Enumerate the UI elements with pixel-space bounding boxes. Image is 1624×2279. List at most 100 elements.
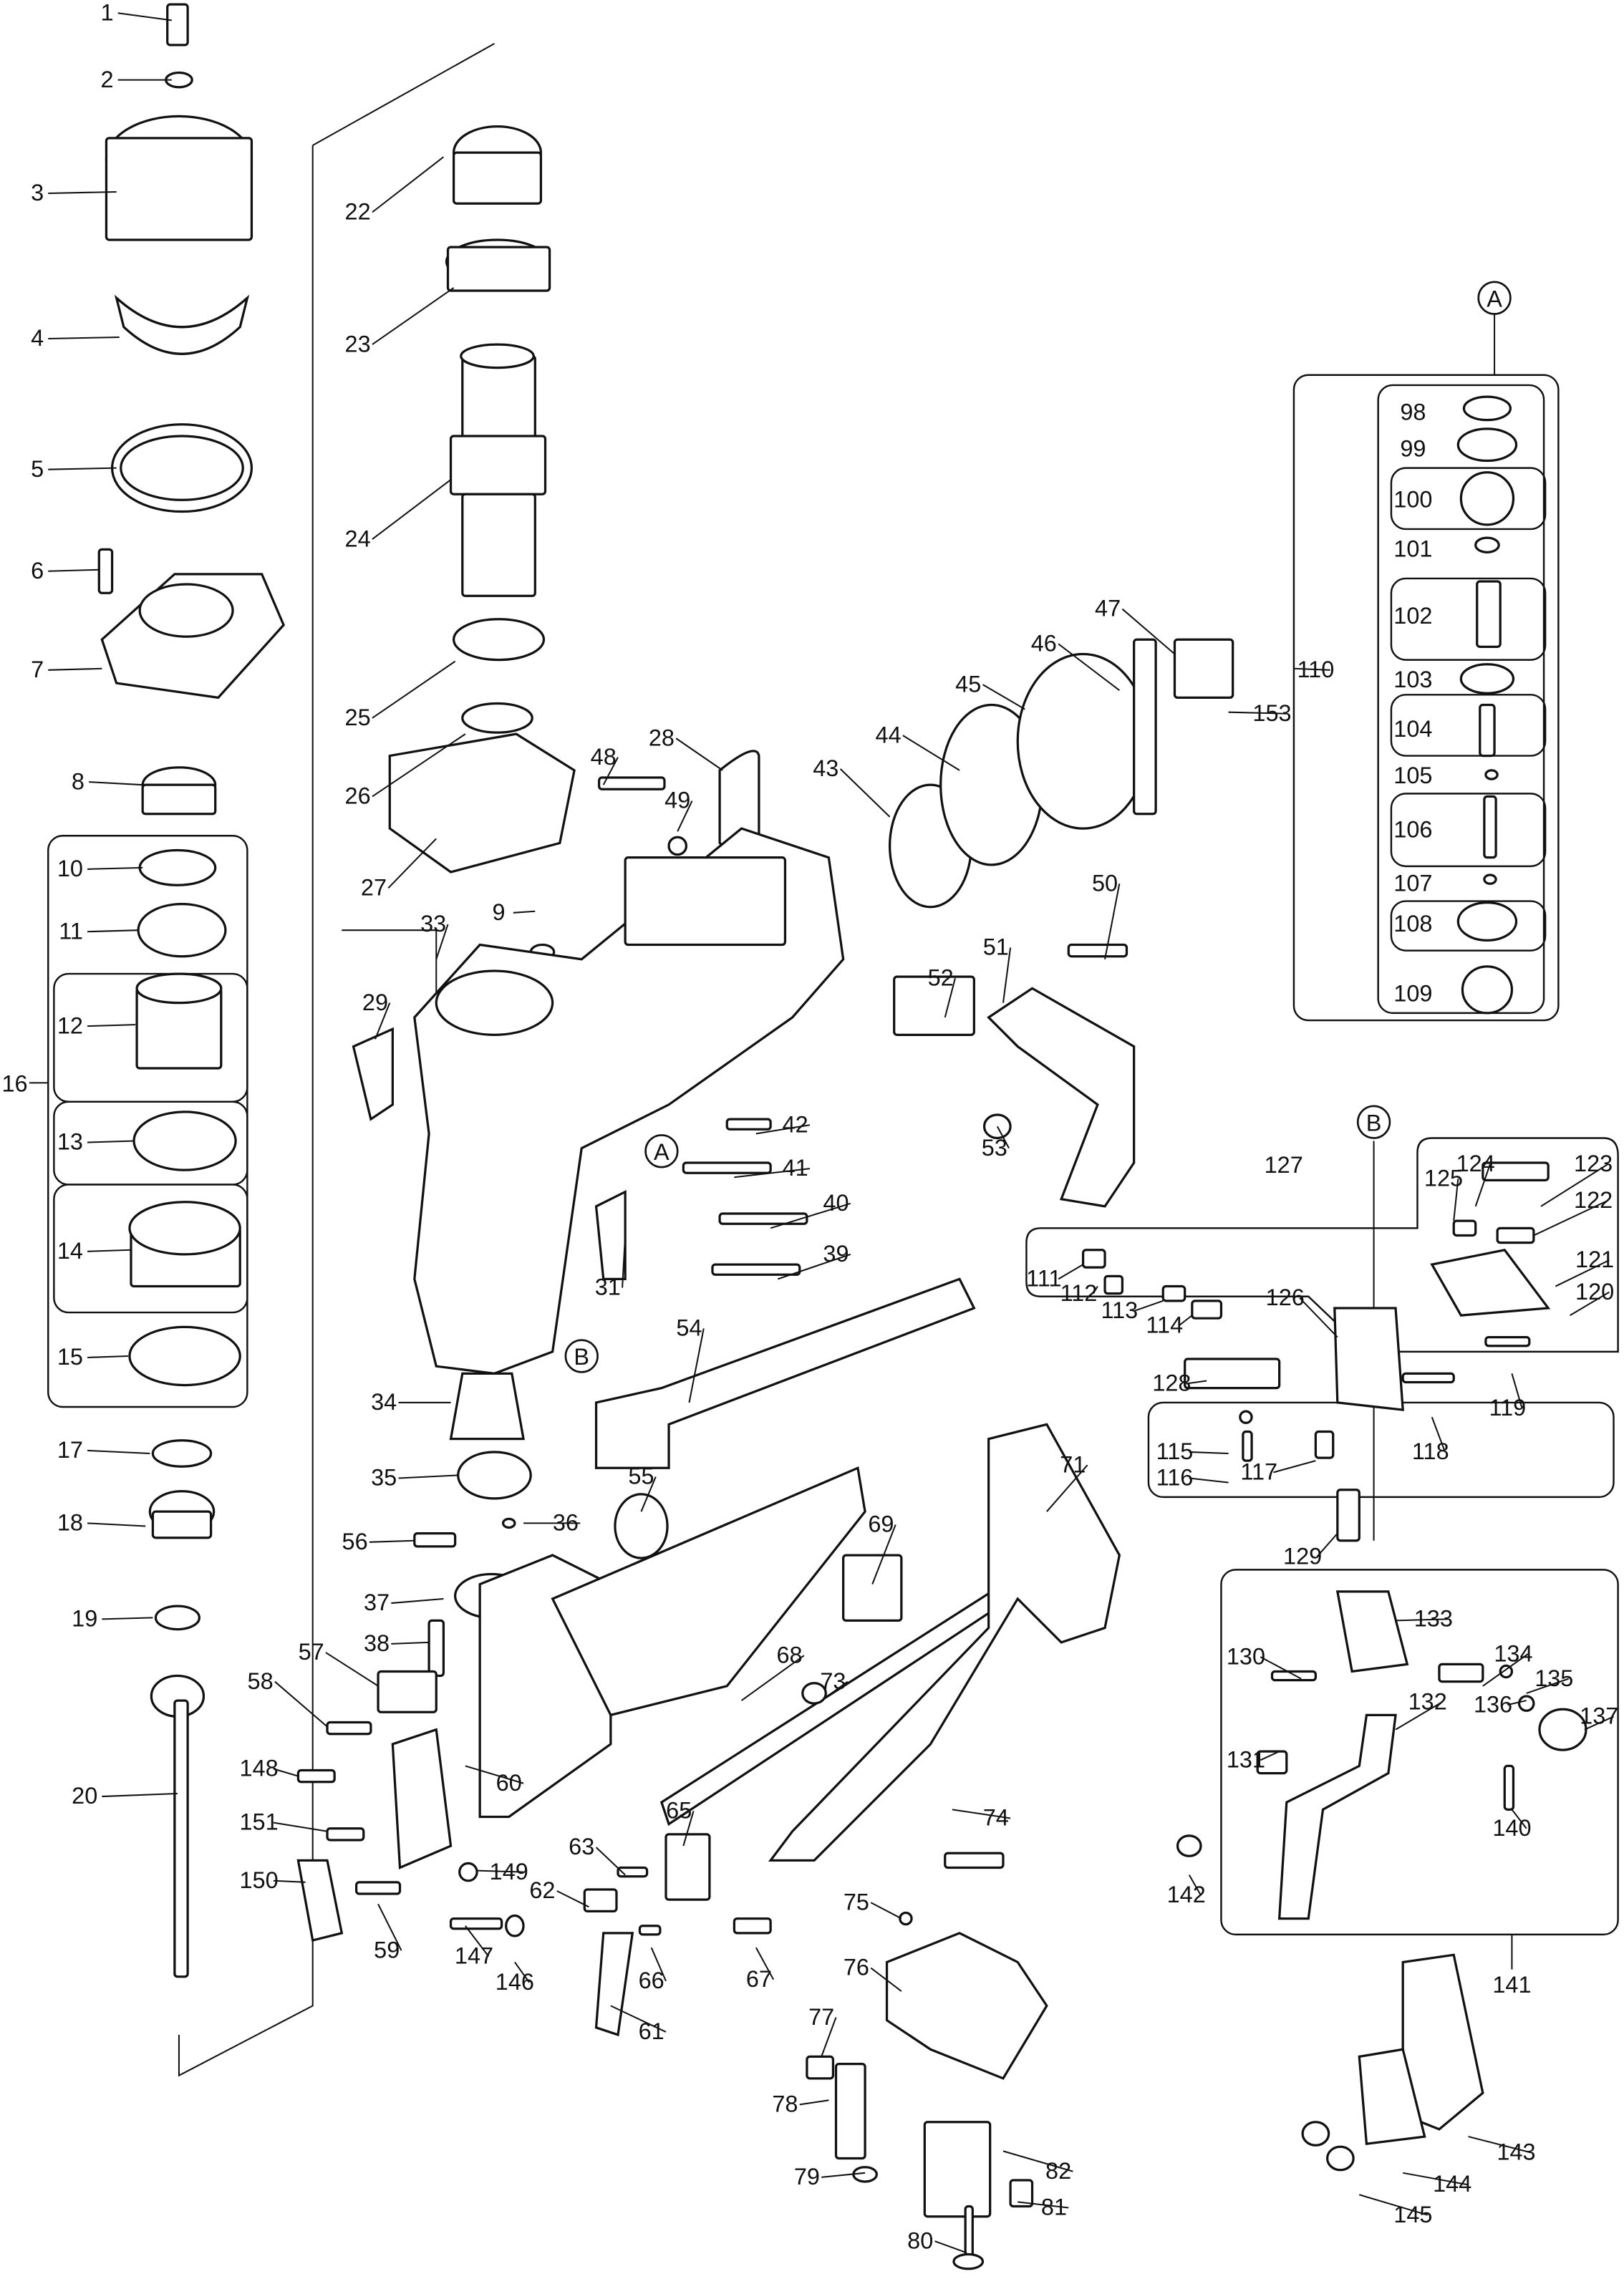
part-number-label: 132 <box>1408 1688 1447 1714</box>
part-shape <box>1459 471 1515 526</box>
part-number-label: 78 <box>772 2091 798 2117</box>
part-number-label: 146 <box>496 1969 534 1995</box>
part-number-label: 129 <box>1283 1543 1322 1569</box>
leader-line <box>1540 1163 1608 1207</box>
part-shape <box>413 1532 457 1548</box>
part-number-label: 80 <box>907 2227 933 2253</box>
leader-line <box>1396 1618 1449 1622</box>
part-number-label: 10 <box>57 856 83 881</box>
part-shape <box>1184 1358 1281 1390</box>
leader-line <box>102 1617 153 1620</box>
part-number-label: 104 <box>1393 716 1432 742</box>
part-shape <box>834 2062 866 2160</box>
leader-line <box>839 768 891 818</box>
part-number-label: 52 <box>928 964 954 990</box>
leader-line <box>325 1652 379 1687</box>
part-shape <box>987 987 1136 1208</box>
part-number-label: 68 <box>776 1642 802 1668</box>
part-number-label: 9 <box>493 899 506 925</box>
leader-line <box>274 1680 328 1728</box>
leader-line <box>799 2099 829 2106</box>
callout-b-right: B <box>1356 1105 1391 1139</box>
part-number-label: 15 <box>57 1344 83 1370</box>
leader-line <box>87 929 139 933</box>
leader-line <box>102 1792 178 1798</box>
part-number-label: 20 <box>72 1783 97 1809</box>
part-number-label: 145 <box>1393 2202 1432 2227</box>
leader-line <box>675 737 723 771</box>
part-shape <box>1016 652 1150 830</box>
leader-line <box>48 467 117 470</box>
part-number-label: 153 <box>1252 700 1291 726</box>
leader-line <box>1002 947 1012 1003</box>
part-number-label: 56 <box>342 1529 368 1554</box>
part-number-label: 149 <box>490 1859 528 1884</box>
leader-line <box>1134 1300 1164 1312</box>
part-number-label: 25 <box>345 705 371 730</box>
leader-line <box>952 1809 1011 1819</box>
leader-line <box>1104 884 1121 959</box>
leader-line <box>48 568 100 572</box>
part-number-label: 119 <box>1489 1395 1526 1421</box>
part-number-label: 63 <box>569 1834 594 1859</box>
part-number-label: 81 <box>1041 2195 1067 2220</box>
leader-line <box>372 287 455 345</box>
part-shape <box>446 246 551 292</box>
leader-line <box>1058 1264 1084 1280</box>
part-number-label: 22 <box>345 199 371 225</box>
part-shape <box>138 583 234 638</box>
part-number-label: 7 <box>31 657 44 682</box>
leader-line <box>1293 667 1330 671</box>
part-shape <box>1270 1670 1318 1682</box>
leader-line <box>740 1655 805 1701</box>
part-number-label: 131 <box>1227 1746 1265 1772</box>
leader-line <box>1403 2172 1467 2186</box>
part-shape <box>105 137 253 241</box>
part-shape <box>1173 638 1234 700</box>
leader-line <box>755 1124 811 1135</box>
part-shape <box>1009 2179 1034 2208</box>
part-shape <box>1483 795 1497 859</box>
part-number-label: 40 <box>823 1190 849 1216</box>
leader-line <box>982 684 1025 710</box>
leader-line <box>48 336 120 339</box>
leader-line <box>89 781 143 786</box>
part-number-label: 151 <box>240 1809 279 1835</box>
part-number-label: 111 <box>1026 1266 1061 1292</box>
part-shape <box>1474 536 1500 554</box>
part-number-label: 123 <box>1574 1151 1613 1176</box>
leader-line <box>821 2017 837 2057</box>
leader-line <box>1584 1716 1614 1731</box>
leader-line <box>1511 1809 1527 1829</box>
leader-line <box>1188 1874 1202 1896</box>
leader-line <box>682 1811 695 1847</box>
part-shape <box>667 836 688 856</box>
part-shape <box>682 1161 772 1174</box>
part-number-label: 101 <box>1393 536 1432 561</box>
part-shape <box>460 343 535 369</box>
part-number-label: 57 <box>299 1639 324 1665</box>
part-number-label: 45 <box>955 671 981 697</box>
part-number-label: 28 <box>649 725 675 750</box>
part-number-label: 31 <box>595 1274 621 1300</box>
part-shape <box>352 1027 394 1121</box>
part-number-label: 53 <box>982 1135 1007 1161</box>
part-shape <box>461 702 533 734</box>
part-shape <box>128 1325 241 1387</box>
part-number-label: 17 <box>57 1437 83 1463</box>
part-shape <box>1314 1430 1335 1459</box>
part-number-label: 113 <box>1101 1297 1138 1323</box>
part-number-label: 103 <box>1393 667 1432 692</box>
leader-line <box>273 1821 328 1832</box>
part-number-label: 116 <box>1156 1465 1194 1491</box>
leader-line <box>1511 1373 1523 1409</box>
part-number-label: 2 <box>101 67 114 92</box>
part-shape <box>1456 427 1518 463</box>
part-shape <box>1483 874 1497 885</box>
part-shape <box>1503 1764 1515 1811</box>
part-number-label: 109 <box>1393 981 1432 1007</box>
part-shape <box>964 2205 974 2259</box>
part-shape <box>1476 580 1502 648</box>
leader-line <box>688 1328 705 1403</box>
